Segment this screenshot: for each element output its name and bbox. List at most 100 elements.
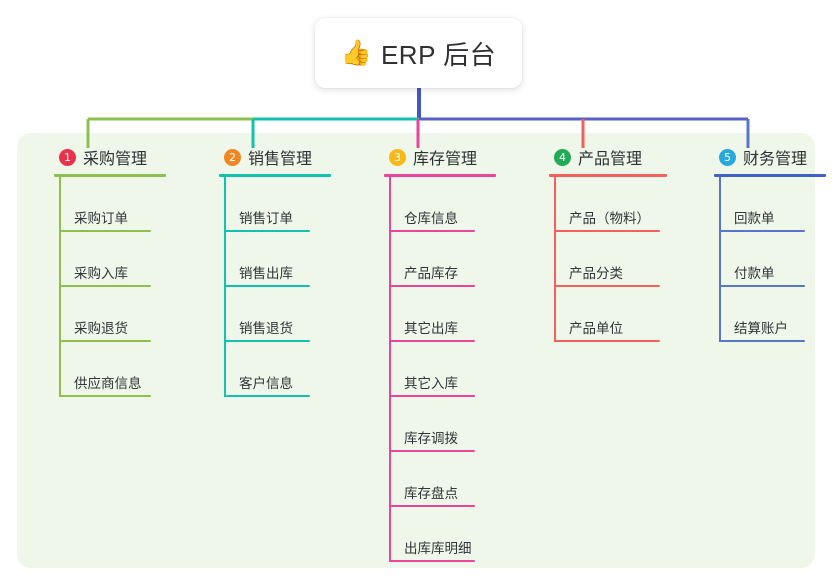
leaf-rule [224, 230, 310, 232]
leaf-item[interactable]: 销售退货 [224, 287, 362, 342]
leaf-label: 采购订单 [74, 211, 128, 226]
leaf-rule [59, 395, 151, 397]
branch-title-1: 采购管理 [83, 151, 148, 168]
branch-header-3[interactable]: 3 库存管理 [367, 145, 527, 169]
leaf-rule [59, 230, 151, 232]
leaf-item[interactable]: 产品库存 [389, 232, 527, 287]
leaf-rule [554, 285, 660, 287]
branch-badge-4: 4 [554, 148, 571, 166]
branch-header-rule-4 [549, 174, 667, 177]
branch-spine-2 [224, 177, 226, 397]
leaf-item[interactable]: 付款单 [719, 232, 839, 287]
branch-badge-2: 2 [224, 148, 241, 166]
branch-title-4: 产品管理 [578, 151, 643, 168]
leaf-label: 采购退货 [74, 321, 128, 336]
leaf-item[interactable]: 结算账户 [719, 287, 839, 342]
branch-column-5: 5 财务管理回款单付款单结算账户 [697, 145, 839, 342]
branch-column-1: 1 采购管理采购订单采购入库采购退货供应商信息 [37, 145, 197, 397]
branch-spine-5 [719, 177, 721, 342]
leaf-item[interactable]: 客户信息 [224, 342, 362, 397]
branch-spine-1 [59, 177, 61, 397]
leaf-item[interactable]: 仓库信息 [389, 177, 527, 232]
branch-header-1[interactable]: 1 采购管理 [37, 145, 197, 169]
leaf-item[interactable]: 库存盘点 [389, 452, 527, 507]
leaf-rule [224, 395, 310, 397]
branch-spine-4 [554, 177, 556, 342]
leaf-item[interactable]: 销售订单 [224, 177, 362, 232]
leaf-label: 产品分类 [569, 266, 623, 281]
leaf-rule [389, 230, 475, 232]
branch-column-2: 2 销售管理销售订单销售出库销售退货客户信息 [202, 145, 362, 397]
leaf-label: 销售退货 [239, 321, 293, 336]
leaf-label: 产品库存 [404, 266, 458, 281]
branch-leaf-list-5: 回款单付款单结算账户 [697, 177, 839, 342]
leaf-label: 仓库信息 [404, 211, 458, 226]
leaf-item[interactable]: 产品单位 [554, 287, 702, 342]
leaf-rule [389, 340, 475, 342]
branch-badge-5: 5 [719, 148, 736, 166]
branch-header-rule-3 [384, 174, 496, 177]
leaf-item[interactable]: 销售出库 [224, 232, 362, 287]
leaf-item[interactable]: 采购订单 [59, 177, 197, 232]
branch-leaf-list-2: 销售订单销售出库销售退货客户信息 [202, 177, 362, 397]
leaf-rule [224, 340, 310, 342]
branches-background-panel [17, 133, 815, 568]
leaf-label: 回款单 [734, 211, 775, 226]
leaf-label: 采购入库 [74, 266, 128, 281]
branch-header-5[interactable]: 5 财务管理 [697, 145, 839, 169]
branch-header-rule-5 [714, 174, 826, 177]
branch-leaf-list-1: 采购订单采购入库采购退货供应商信息 [37, 177, 197, 397]
leaf-label: 销售订单 [239, 211, 293, 226]
branch-leaf-list-4: 产品（物料） 产品分类产品单位 [532, 177, 702, 342]
branch-badge-3: 3 [389, 148, 406, 166]
branch-badge-1: 1 [59, 148, 76, 166]
leaf-label: 销售出库 [239, 266, 293, 281]
leaf-rule [554, 340, 660, 342]
leaf-item[interactable]: 其它出库 [389, 287, 527, 342]
leaf-label: 供应商信息 [74, 376, 142, 391]
leaf-item[interactable]: 采购入库 [59, 232, 197, 287]
branch-title-5: 财务管理 [743, 151, 808, 168]
leaf-item[interactable]: 采购退货 [59, 287, 197, 342]
thumbs-up-icon: 👍 [340, 38, 372, 67]
leaf-label: 其它出库 [404, 321, 458, 336]
leaf-rule [59, 285, 151, 287]
leaf-item[interactable]: 产品（物料） [554, 177, 702, 232]
leaf-item[interactable]: 回款单 [719, 177, 839, 232]
leaf-rule [389, 450, 475, 452]
leaf-label: 其它入库 [404, 376, 458, 391]
leaf-label: 客户信息 [239, 376, 293, 391]
branch-title-2: 销售管理 [248, 151, 313, 168]
leaf-item[interactable]: 其它入库 [389, 342, 527, 397]
root-title: ERP 后台 [380, 39, 497, 70]
branch-header-rule-1 [54, 174, 166, 177]
leaf-rule [59, 340, 151, 342]
leaf-item[interactable]: 产品分类 [554, 232, 702, 287]
leaf-item[interactable]: 供应商信息 [59, 342, 197, 397]
leaf-label: 结算账户 [734, 321, 788, 336]
branch-title-3: 库存管理 [413, 151, 478, 168]
leaf-label: 出库库明细 [404, 541, 472, 556]
leaf-label: 库存调拨 [404, 431, 458, 446]
root-node[interactable]: 👍 ERP 后台 [315, 18, 522, 88]
leaf-rule [389, 285, 475, 287]
branch-leaf-list-3: 仓库信息产品库存其它出库其它入库库存调拨库存盘点出库库明细 [367, 177, 527, 562]
leaf-rule [719, 285, 805, 287]
leaf-rule [719, 340, 805, 342]
leaf-rule [554, 230, 660, 232]
leaf-label: 库存盘点 [404, 486, 458, 501]
leaf-item[interactable]: 出库库明细 [389, 507, 527, 562]
leaf-rule [224, 285, 310, 287]
branch-header-4[interactable]: 4 产品管理 [532, 145, 702, 169]
leaf-rule [389, 505, 475, 507]
branch-header-rule-2 [219, 174, 331, 177]
leaf-rule [389, 560, 475, 562]
leaf-rule [719, 230, 805, 232]
branch-spine-3 [389, 177, 391, 562]
leaf-label: 产品单位 [569, 321, 623, 336]
leaf-rule [389, 395, 475, 397]
branch-column-4: 4 产品管理产品（物料） 产品分类产品单位 [532, 145, 702, 342]
branch-header-2[interactable]: 2 销售管理 [202, 145, 362, 169]
leaf-item[interactable]: 库存调拨 [389, 397, 527, 452]
